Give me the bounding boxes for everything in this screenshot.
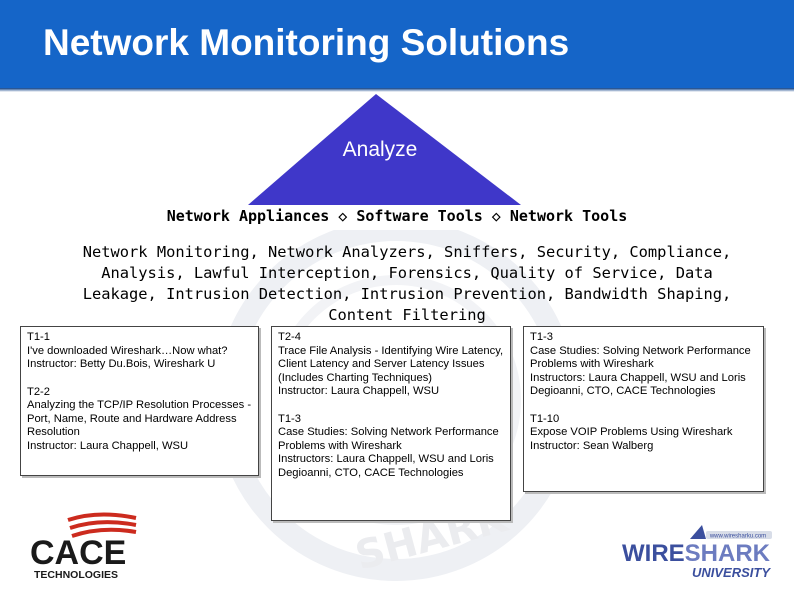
session-column-1: T1-1 I've downloaded Wireshark…Now what?… xyxy=(20,326,259,476)
analyze-pyramid xyxy=(248,94,521,205)
description: Network Monitoring, Network Analyzers, S… xyxy=(82,243,732,324)
session-column-2: T2-4 Trace File Analysis - Identifying W… xyxy=(271,326,511,521)
title-bar-shadow xyxy=(0,88,794,92)
pyramid-label: Analyze xyxy=(342,138,418,161)
session-t1-1: T1-1 I've downloaded Wireshark…Now what?… xyxy=(27,331,228,370)
svg-text:WIRESHARK: WIRESHARK xyxy=(622,540,771,567)
svg-text:www.wiresharku.com: www.wiresharku.com xyxy=(709,534,766,540)
slide-title: Network Monitoring Solutions xyxy=(43,22,570,63)
session-t2-2: T2-2 Analyzing the TCP/IP Resolution Pro… xyxy=(27,385,252,452)
wireshark-university-logo: www.wiresharku.com WIRESHARK UNIVERSITY xyxy=(622,525,772,580)
session-t1-10: T1-10 Expose VOIP Problems Using Wiresha… xyxy=(530,412,733,452)
svg-text:UNIVERSITY: UNIVERSITY xyxy=(692,565,771,580)
title-bar xyxy=(0,0,794,90)
svg-text:TECHNOLOGIES: TECHNOLOGIES xyxy=(34,569,118,581)
tools-line: Network Appliances ◇ Software Tools ◇ Ne… xyxy=(166,207,628,225)
session-t1-3-col3: T1-3 Case Studies: Solving Network Perfo… xyxy=(530,331,751,397)
svg-text:CACE: CACE xyxy=(30,534,126,572)
cace-technologies-logo: CACE TECHNOLOGIES xyxy=(30,512,137,581)
session-column-3: T1-3 Case Studies: Solving Network Perfo… xyxy=(523,326,764,492)
session-t1-3-col2: T1-3 Case Studies: Solving Network Perfo… xyxy=(278,412,499,479)
session-t2-4: T2-4 Trace File Analysis - Identifying W… xyxy=(278,331,504,397)
